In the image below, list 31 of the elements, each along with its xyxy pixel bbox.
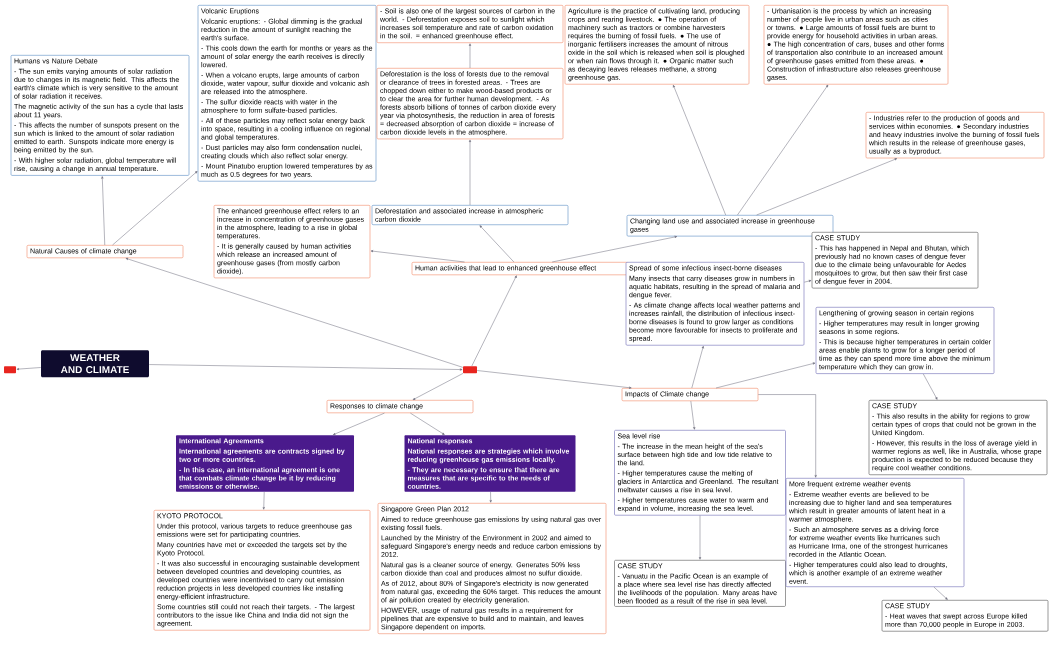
connector: [370, 250, 465, 263]
node-marker: [4, 366, 16, 374]
connector: [551, 235, 678, 263]
connector: [112, 171, 198, 246]
node-marker: [463, 366, 477, 374]
connector: [412, 373, 464, 400]
connector: [690, 400, 696, 430]
connector: [804, 279, 812, 283]
connector: [758, 394, 817, 478]
connector: [125, 257, 464, 368]
connector: [148, 364, 463, 371]
connector: [262, 491, 265, 510]
connector: [923, 373, 938, 400]
connector: [479, 225, 515, 263]
connector: [698, 515, 702, 560]
connector: [332, 412, 385, 435]
connector: [933, 586, 948, 600]
connector: [691, 345, 704, 389]
connector: [16, 367, 42, 371]
connector: [101, 176, 105, 246]
title-box: WEATHER AND CLIMATE: [41, 350, 149, 378]
connector: [715, 362, 816, 389]
connector: [489, 491, 492, 503]
connector: [410, 412, 445, 435]
connector: [468, 43, 472, 69]
connector: [756, 158, 898, 216]
connector: [471, 275, 517, 367]
connector: [673, 84, 726, 216]
connector: [476, 370, 632, 389]
connector: [468, 139, 472, 206]
connector: [737, 84, 829, 216]
